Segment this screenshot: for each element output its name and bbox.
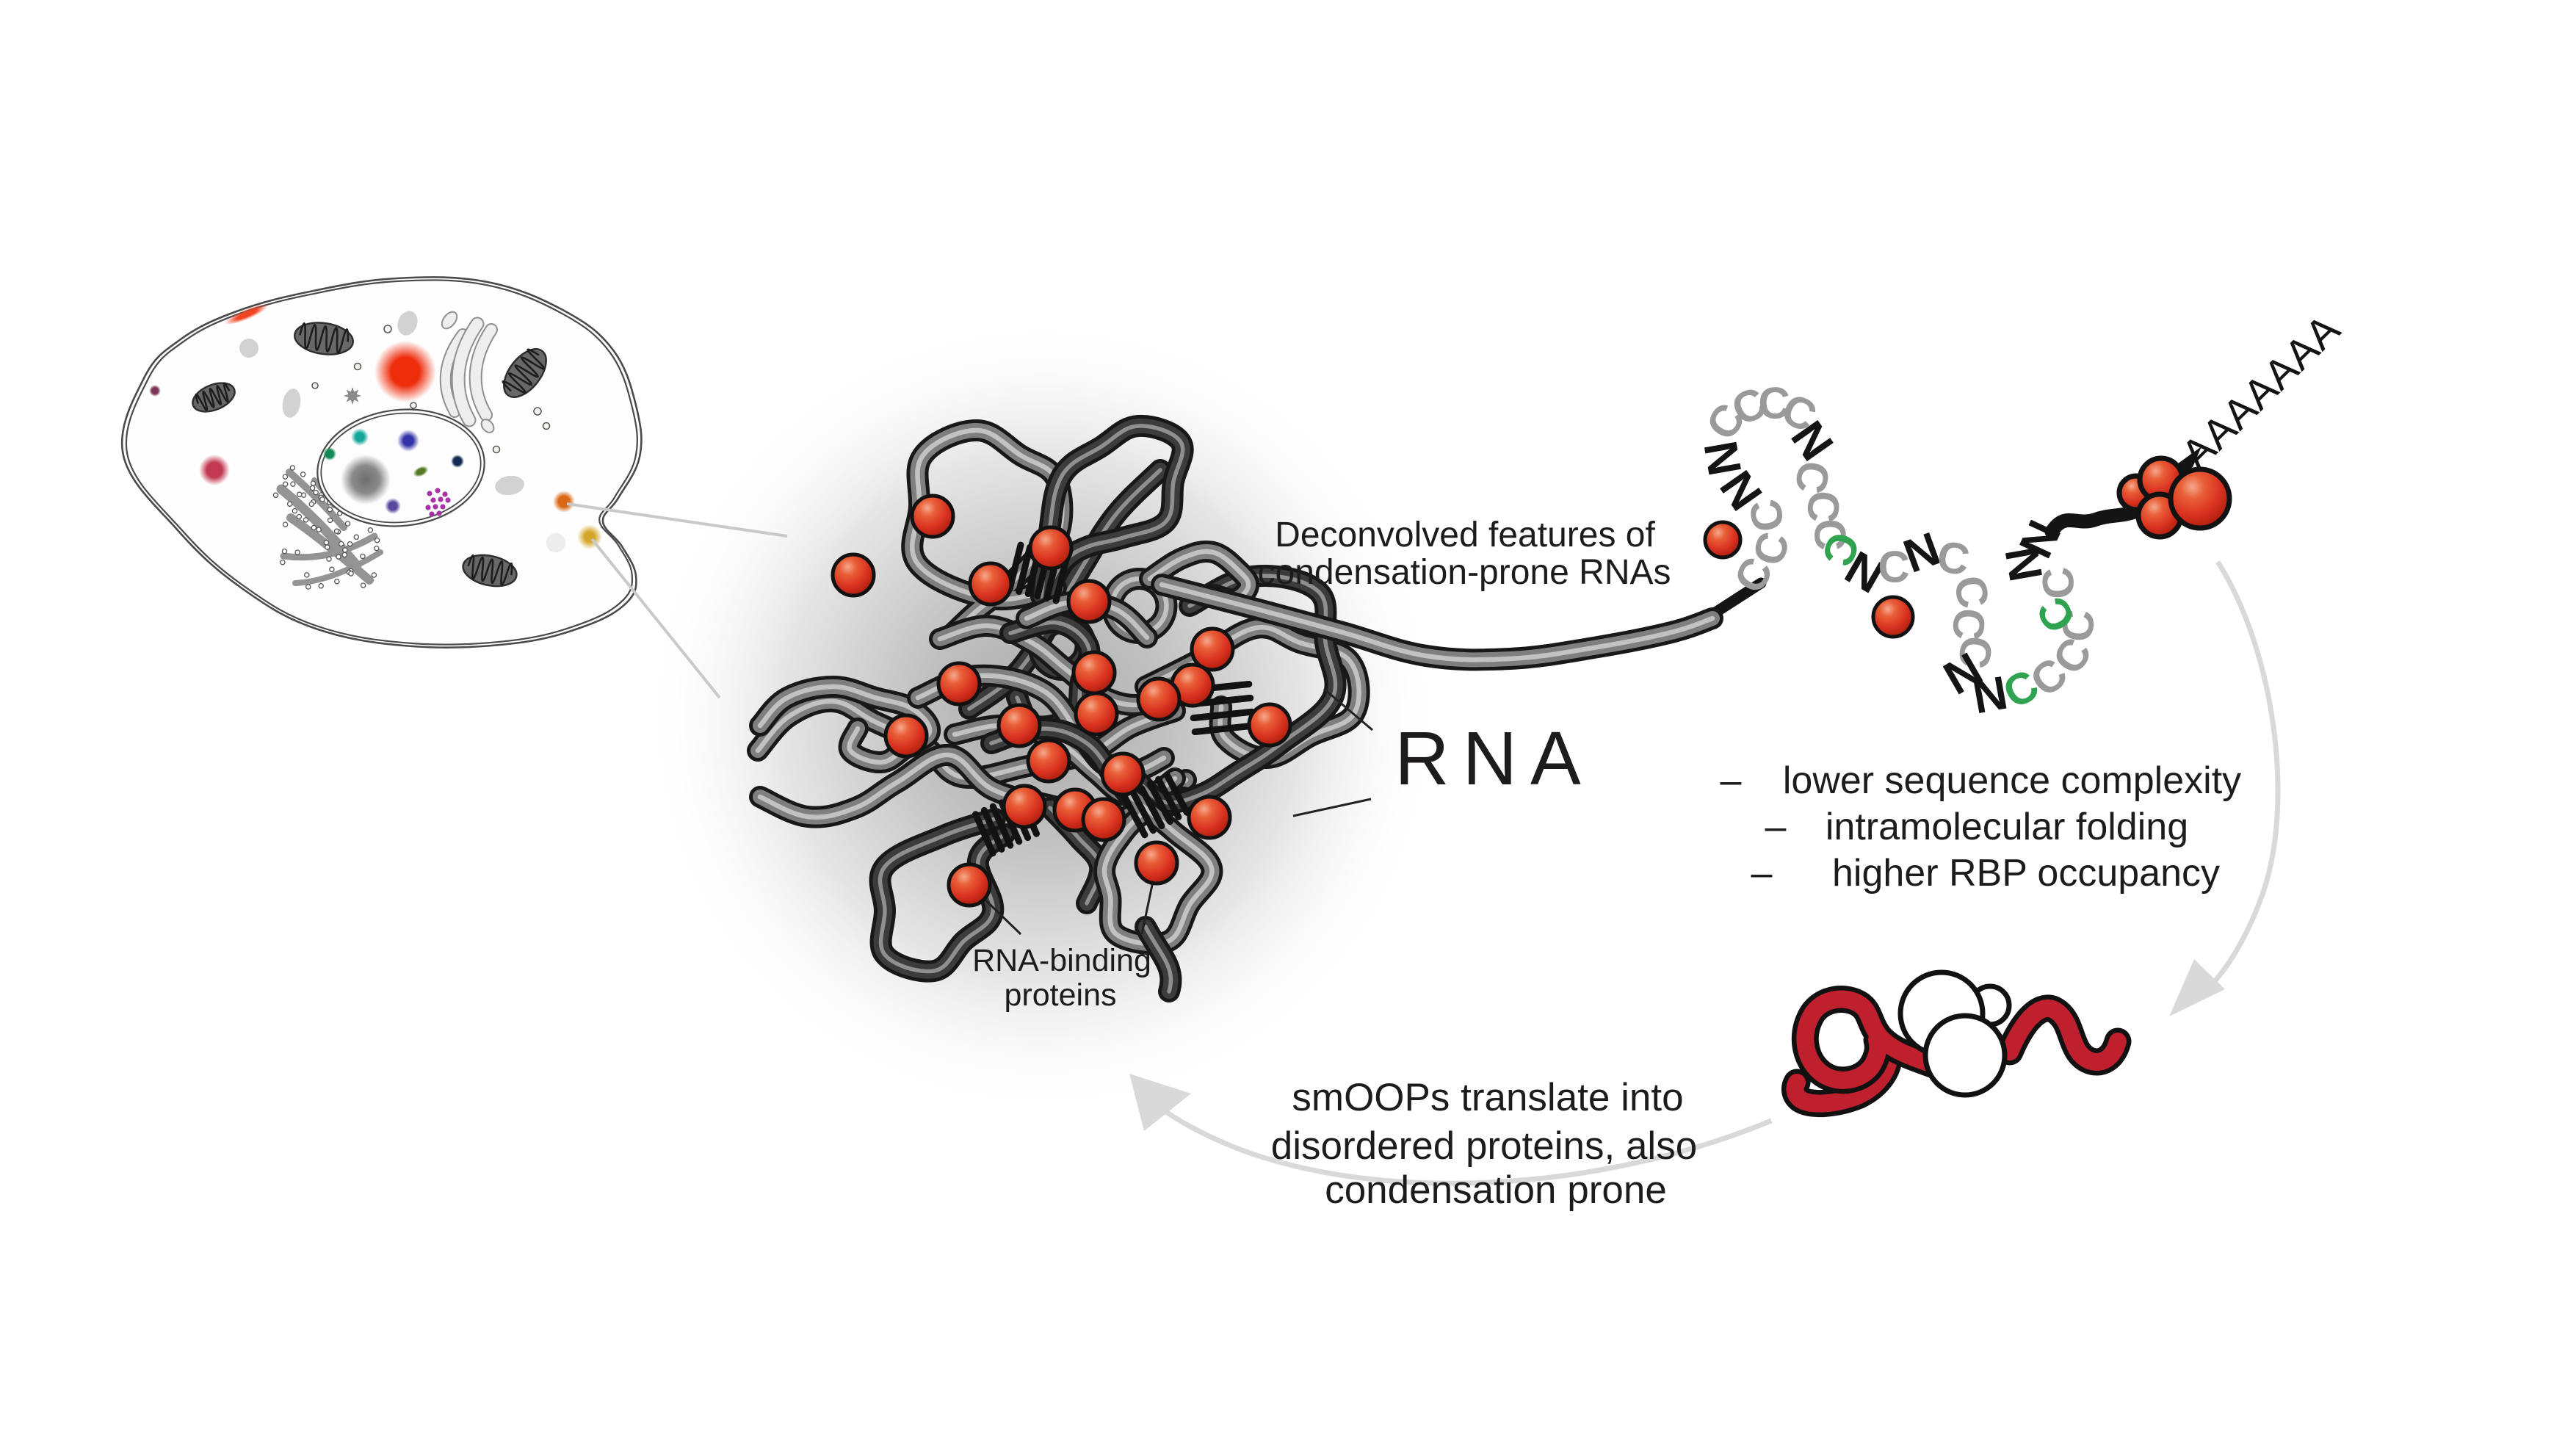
svg-text:–: – [1765, 806, 1787, 848]
svg-text:RNA: RNA [1394, 716, 1593, 801]
svg-text:higher RBP occupancy: higher RBP occupancy [1832, 852, 2220, 895]
svg-text:disordered proteins, also: disordered proteins, also [1271, 1124, 1697, 1168]
svg-text:C: C [1943, 606, 1995, 642]
svg-text:lower sequence complexity: lower sequence complexity [1783, 759, 2241, 802]
svg-text:–: – [1721, 759, 1742, 802]
svg-text:smOOPs translate into: smOOPs translate into [1292, 1076, 1683, 1119]
svg-text:C: C [1806, 518, 1855, 550]
svg-text:C: C [1758, 379, 1790, 428]
svg-text:C: C [1878, 543, 1909, 592]
svg-text:–: – [1751, 852, 1773, 895]
svg-text:AAAAAAA: AAAAAAA [2173, 306, 2350, 479]
svg-text:C: C [2033, 565, 2085, 601]
svg-text:Deconvolved features of: Deconvolved features of [1275, 516, 1655, 554]
svg-text:C: C [1798, 488, 1850, 524]
svg-text:intramolecular folding: intramolecular folding [1826, 806, 2188, 848]
svg-text:C: C [2052, 607, 2105, 643]
svg-text:proteins: proteins [1005, 978, 1117, 1013]
svg-text:condensation prone: condensation prone [1325, 1168, 1667, 1212]
svg-text:RNA-binding: RNA-binding [972, 943, 1151, 978]
svg-text:condensation-prone RNAs: condensation-prone RNAs [1258, 553, 1671, 592]
